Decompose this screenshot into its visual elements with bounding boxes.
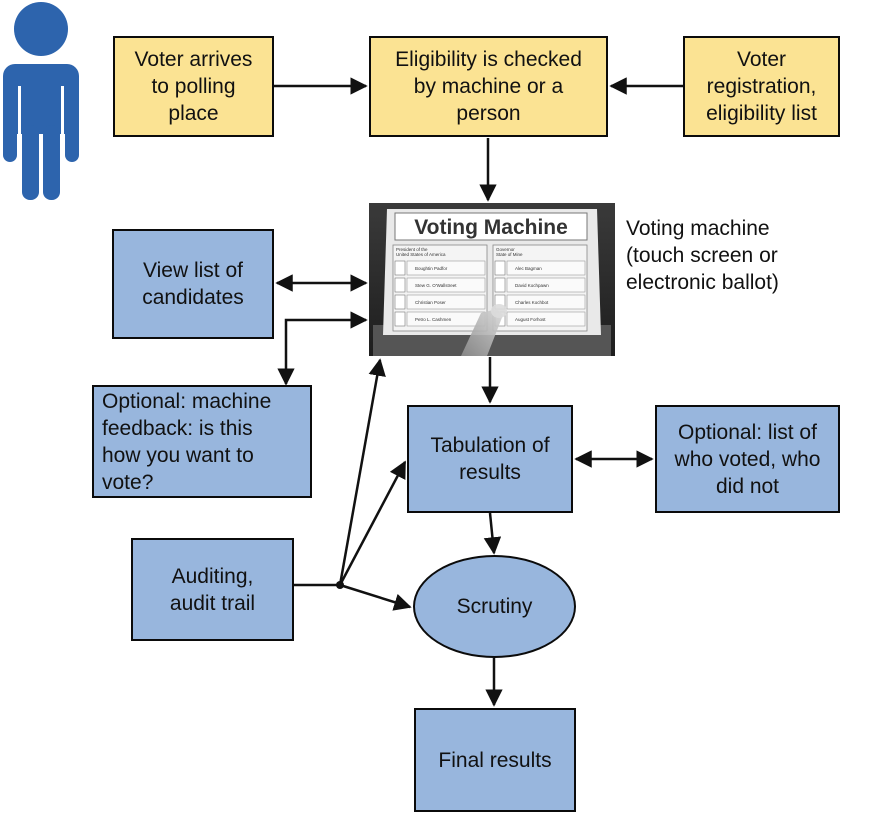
left-checkbox-2	[394, 277, 406, 293]
left-checkbox-1	[394, 260, 406, 276]
arrow-hub-to-scrutiny	[339, 583, 412, 611]
arrow-tabulation-to-scrutiny	[483, 512, 502, 555]
who-voted-box: Optional: list of who voted, who did not	[655, 405, 840, 513]
view-list-box: View list of candidates	[112, 229, 274, 339]
right-row-2	[506, 277, 586, 293]
tabulation-box: Tabulation of results	[407, 405, 573, 513]
right-candidate-4: August Forhost	[515, 317, 546, 322]
right-candidate-3: Charles Kochbot	[515, 300, 549, 305]
feedback-box: Optional: machine feedback: is this how …	[92, 385, 312, 498]
right-checkbox-1	[494, 260, 506, 276]
voting-machine-caption: Voting machine (touch screen or electron…	[626, 217, 779, 294]
left-row-2	[406, 277, 486, 293]
left-candidate-3: Christian Poser	[415, 300, 446, 305]
scrutiny-ellipse: Scrutiny	[413, 555, 576, 658]
left-row-3	[406, 294, 486, 310]
eligibility-box: Eligibility is checked by machine or a p…	[369, 36, 608, 137]
final-results-box: Final results	[414, 708, 576, 812]
left-candidate-4: Petro L. Cashmen	[415, 317, 452, 322]
left-row-1	[406, 260, 486, 276]
right-candidate-1: Alec Bagman	[515, 266, 542, 271]
auditing-box: Auditing, audit trail	[131, 538, 294, 641]
right-row-1	[506, 260, 586, 276]
arrow-hub-to-tabulation	[338, 460, 407, 586]
right-row-3	[506, 294, 586, 310]
right-row-4	[506, 311, 586, 327]
right-candidate-2: David Kochpawn	[515, 283, 549, 288]
voting-machine-title: Voting Machine	[414, 216, 568, 239]
arrow-hub-to-machine	[338, 358, 386, 586]
audit-junction-dot	[336, 581, 344, 589]
voter-arrives-box: Voter arrives to polling place	[113, 36, 274, 137]
right-checkbox-2	[494, 277, 506, 293]
left-checkbox-4	[394, 311, 406, 327]
left-candidate-1: Boughtin Padfor	[415, 266, 448, 271]
arrow-feedback-machine	[277, 311, 368, 386]
registration-box: Voter registration, eligibility list	[683, 36, 840, 137]
left-checkbox-3	[394, 294, 406, 310]
left-candidate-2: Stew G. O'Wallstreet	[415, 283, 457, 288]
